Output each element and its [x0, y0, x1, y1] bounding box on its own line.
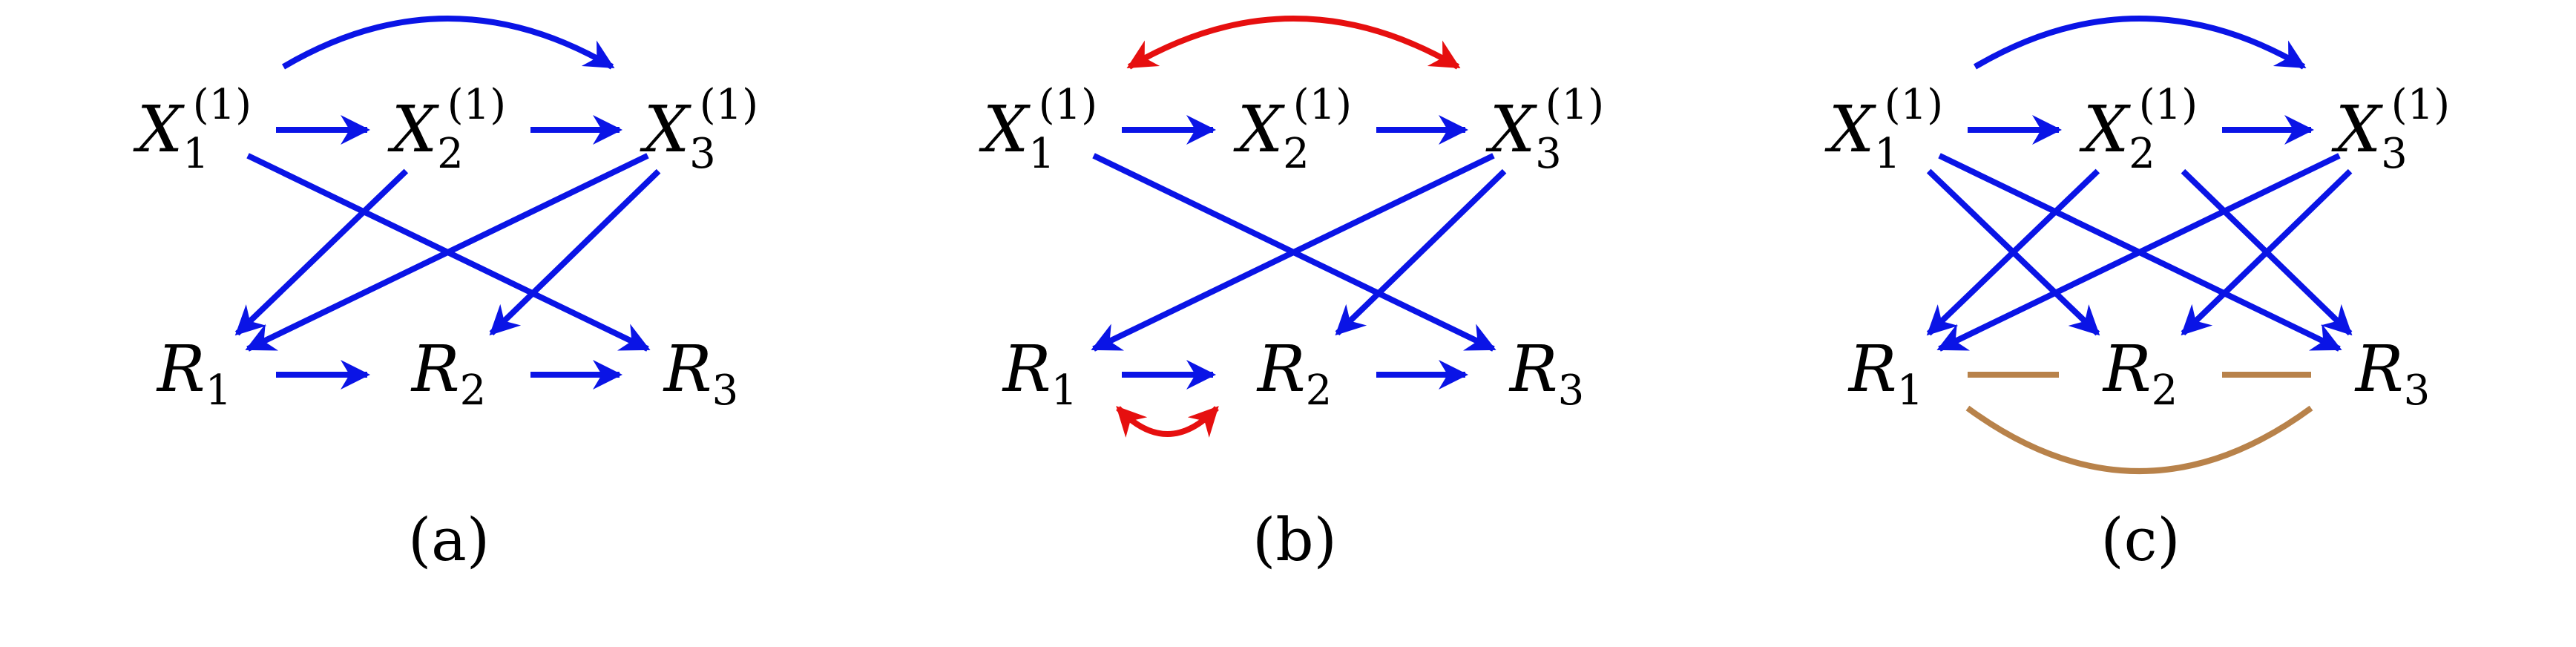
node-base: X: [2083, 93, 2129, 167]
node-R3: R3: [1510, 338, 1584, 412]
node-R2: R2: [412, 338, 486, 412]
node-R1: R1: [1003, 338, 1077, 412]
node-sup: (1): [447, 81, 507, 129]
node-X3: X3(1): [2336, 85, 2450, 175]
edge-X1-X3-directed-curve: [1973, 16, 2307, 70]
node-X1: X1(1): [983, 85, 1097, 175]
node-base: X: [391, 93, 438, 167]
node-sub: 2: [1305, 367, 1333, 415]
node-sup: (1): [1292, 81, 1353, 129]
node-X3: X3(1): [1490, 85, 1604, 175]
node-sub: 2: [2151, 367, 2178, 415]
edge-X1-X3-bidirected-curve-top: [1126, 16, 1461, 70]
edge-R1-R2-bidirected-curve-bottom: [1116, 406, 1219, 438]
node-R3: R3: [664, 338, 738, 412]
node-base: X: [2335, 93, 2382, 167]
node-sub: 1: [1028, 130, 1055, 178]
edge-X3-R1-directed: [1091, 153, 1495, 352]
node-base: R: [1509, 332, 1558, 407]
node-X2: X2(1): [2083, 85, 2198, 175]
node-X1: X1(1): [1829, 85, 1943, 175]
node-R1: R1: [1849, 338, 1923, 412]
node-sup: (1): [1884, 81, 1944, 129]
node-sub: 3: [1535, 130, 1562, 178]
node-sub: 3: [689, 130, 716, 178]
node-sub: 3: [1557, 367, 1585, 415]
node-sub: 1: [1874, 130, 1901, 178]
edge-X3-R1-directed: [245, 153, 649, 352]
node-sub: 2: [437, 130, 464, 178]
node-base: X: [1489, 93, 1536, 167]
node-R3: R3: [2356, 338, 2430, 412]
node-R2: R2: [1258, 338, 1332, 412]
node-base: X: [982, 93, 1029, 167]
node-base: X: [137, 93, 183, 167]
node-X3: X3(1): [644, 85, 758, 175]
node-R2: R2: [2103, 338, 2178, 412]
node-sub: 2: [459, 367, 487, 415]
edge-X2-R1-directed: [1926, 168, 2100, 336]
node-sub: 3: [2381, 130, 2408, 178]
edge-X2-R1-directed: [234, 168, 409, 336]
edge-R1-R3-undirected-curve-bottom: [1965, 405, 2313, 474]
node-base: R: [2103, 332, 2152, 407]
node-X2: X2(1): [392, 85, 506, 175]
node-base: X: [643, 93, 690, 167]
node-sub: 1: [205, 367, 232, 415]
node-R1: R1: [157, 338, 231, 412]
panel-caption: (a): [407, 505, 490, 574]
node-base: R: [663, 332, 712, 407]
node-sub: 3: [2403, 367, 2431, 415]
edge-X3-R2-directed: [489, 168, 661, 336]
edge-X1-X3-directed-curve: [281, 16, 615, 70]
node-base: X: [1237, 93, 1284, 167]
node-base: R: [411, 332, 460, 407]
node-sup: (1): [1038, 81, 1098, 129]
node-base: R: [157, 332, 206, 407]
node-sup: (1): [2391, 81, 2451, 129]
node-base: X: [1828, 93, 1875, 167]
panel-caption: (c): [2100, 505, 2181, 574]
panel-caption: (b): [1252, 505, 1337, 574]
node-sub: 1: [1896, 367, 1924, 415]
edge-X3-R1-directed: [1936, 153, 2341, 352]
edge-X3-R2-directed: [1335, 168, 1507, 336]
node-sub: 2: [1283, 130, 1310, 178]
node-base: R: [1257, 332, 1306, 407]
node-X2: X2(1): [1238, 85, 1352, 175]
edge-X3-R2-directed: [2181, 168, 2353, 336]
node-base: R: [1848, 332, 1897, 407]
node-sub: 1: [1051, 367, 1078, 415]
node-base: R: [1002, 332, 1051, 407]
node-sup: (1): [699, 81, 759, 129]
node-base: R: [2355, 332, 2404, 407]
node-sub: 3: [712, 367, 739, 415]
node-sup: (1): [192, 81, 252, 129]
node-X1: X1(1): [137, 85, 252, 175]
node-sub: 1: [183, 130, 209, 178]
node-sup: (1): [2138, 81, 2198, 129]
node-sub: 2: [2129, 130, 2155, 178]
node-sup: (1): [1545, 81, 1605, 129]
